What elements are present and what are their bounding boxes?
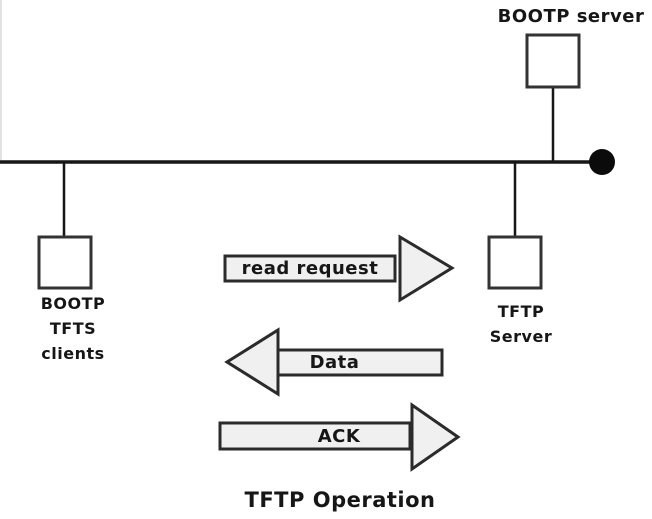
clients-box [37,235,93,290]
tftp-server-box [487,235,543,290]
read-request-arrow [223,234,455,303]
ack-arrow [218,402,461,472]
ack-arrow-head [410,402,461,472]
read-request-arrow-shaft [223,254,397,283]
diagram-title: TFTP Operation [244,488,436,512]
read-request-arrow-head [398,234,455,303]
data-arrow-head [224,327,280,397]
data-arrow-shaft [276,348,444,377]
ack-arrow-label: ACK [317,425,361,447]
clients-label-line2: TFTS [49,319,97,338]
bootp-server-box [525,33,581,89]
data-arrow-label: Data [309,352,360,373]
tftp-server-label-line2: Server [489,327,553,346]
data-arrow [224,327,444,397]
clients-label-line3: clients [41,344,105,363]
clients-label: BOOTP TFTS clients [41,291,106,366]
ack-arrow-shaft [218,421,412,451]
bus-terminator-dot [589,149,615,175]
bootp-server-label: BOOTP server [497,6,645,27]
tftp-server-label-line1: TFTP [497,302,545,321]
tftp-server-label: TFTP Server [490,299,552,349]
read-request-arrow-label: read request [241,258,379,279]
clients-label-line1: BOOTP [40,294,106,313]
